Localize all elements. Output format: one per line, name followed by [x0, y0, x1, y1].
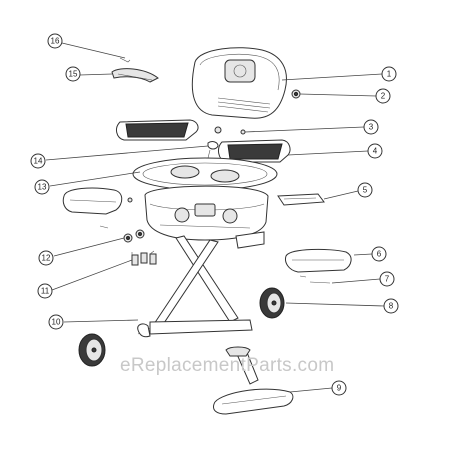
callout-4: 4	[367, 143, 383, 159]
callout-10: 10	[48, 314, 64, 330]
grill-firebox	[144, 185, 269, 241]
callout-16-label: 16	[51, 37, 60, 46]
control-knobs	[99, 225, 145, 243]
folding-leg-frame	[137, 235, 253, 338]
callout-16: 16	[47, 33, 63, 49]
callout-9: 9	[331, 380, 347, 396]
callout-3-label: 3	[369, 123, 374, 132]
watermark-text: eReplacementParts.com	[120, 355, 334, 376]
left-side-shelf	[62, 187, 133, 215]
callout-2: 2	[375, 88, 391, 104]
right-wheel	[259, 287, 285, 319]
callout-5-label: 5	[363, 186, 368, 195]
callout-14: 14	[30, 153, 46, 169]
callout-14-label: 14	[34, 157, 43, 166]
lid-thermometer	[291, 89, 301, 99]
callout-7-label: 7	[385, 275, 390, 284]
firebox-liner	[132, 157, 278, 191]
callout-5: 5	[357, 182, 373, 198]
left-cooking-grate	[116, 119, 199, 141]
axle-rod	[299, 275, 331, 284]
leg-brackets	[131, 250, 157, 266]
grease-tray	[277, 193, 325, 206]
ignition-parts	[207, 126, 246, 159]
callout-6: 6	[371, 246, 387, 262]
callout-3: 3	[363, 119, 379, 135]
callout-12-label: 12	[42, 254, 51, 263]
callout-1: 1	[381, 66, 397, 82]
right-side-shelf	[285, 248, 352, 273]
callout-4-label: 4	[373, 147, 378, 156]
callout-9-label: 9	[337, 384, 342, 393]
right-cooking-grate	[218, 139, 291, 163]
lid-handle	[111, 68, 159, 83]
hinge-pin	[119, 57, 131, 63]
callout-2-label: 2	[381, 92, 386, 101]
callout-6-label: 6	[377, 250, 382, 259]
callout-7: 7	[379, 271, 395, 287]
callout-13: 13	[34, 179, 50, 195]
callout-12: 12	[38, 250, 54, 266]
callout-15: 15	[65, 66, 81, 82]
callout-10-label: 10	[52, 318, 61, 327]
callout-11: 11	[37, 283, 53, 299]
tow-handle	[213, 346, 294, 415]
leader-lines	[45, 42, 385, 393]
callout-8: 8	[383, 298, 399, 314]
regulator-panel	[235, 231, 265, 249]
grill-lid	[191, 47, 287, 119]
callout-1-label: 1	[387, 70, 392, 79]
callout-13-label: 13	[38, 183, 47, 192]
callout-15-label: 15	[69, 70, 78, 79]
callout-8-label: 8	[389, 302, 394, 311]
callout-11-label: 11	[41, 287, 50, 296]
left-wheel	[78, 333, 106, 367]
